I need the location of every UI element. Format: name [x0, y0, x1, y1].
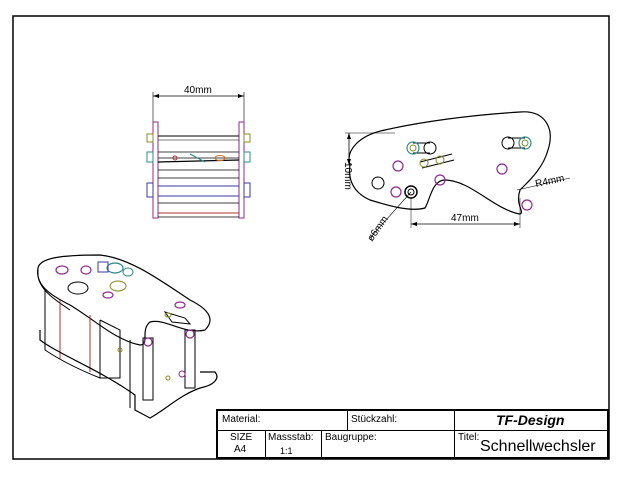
titel-value: Schnellwechsler: [480, 438, 596, 455]
massstab-label: Massstab:: [268, 432, 314, 443]
titel-label: Titel:: [458, 432, 480, 443]
title-block: Material: Stückzahl: TF-Design SIZE A4 M…: [216, 409, 609, 459]
brand-name: TF-Design: [496, 412, 565, 428]
dim-width-40: 40mm: [184, 85, 212, 96]
massstab-value: 1:1: [280, 446, 293, 456]
divider-v1: [347, 411, 348, 430]
isometric-view: [37, 254, 218, 419]
material-label: Material:: [222, 414, 261, 425]
divider-v4: [321, 430, 322, 459]
dim-radius-r4: R4mm: [534, 173, 565, 190]
divider-v3: [265, 430, 266, 459]
baugruppe-label: Baugruppe:: [325, 432, 377, 443]
divider-v2: [454, 411, 455, 459]
stueckzahl-label: Stückzahl:: [351, 414, 398, 425]
title-block-divider: [218, 430, 607, 431]
dim-diameter-6: ø6mm: [365, 214, 390, 244]
size-label: SIZE: [230, 432, 253, 443]
front-view: 40mm: [146, 85, 251, 219]
dim-height-10: 10mm: [342, 162, 353, 190]
size-value: A4: [234, 444, 247, 455]
top-view: 10mm R4mm ø6mm 47mm: [342, 111, 571, 244]
dim-width-47: 47mm: [451, 213, 479, 224]
sheet-frame: [12, 15, 610, 460]
